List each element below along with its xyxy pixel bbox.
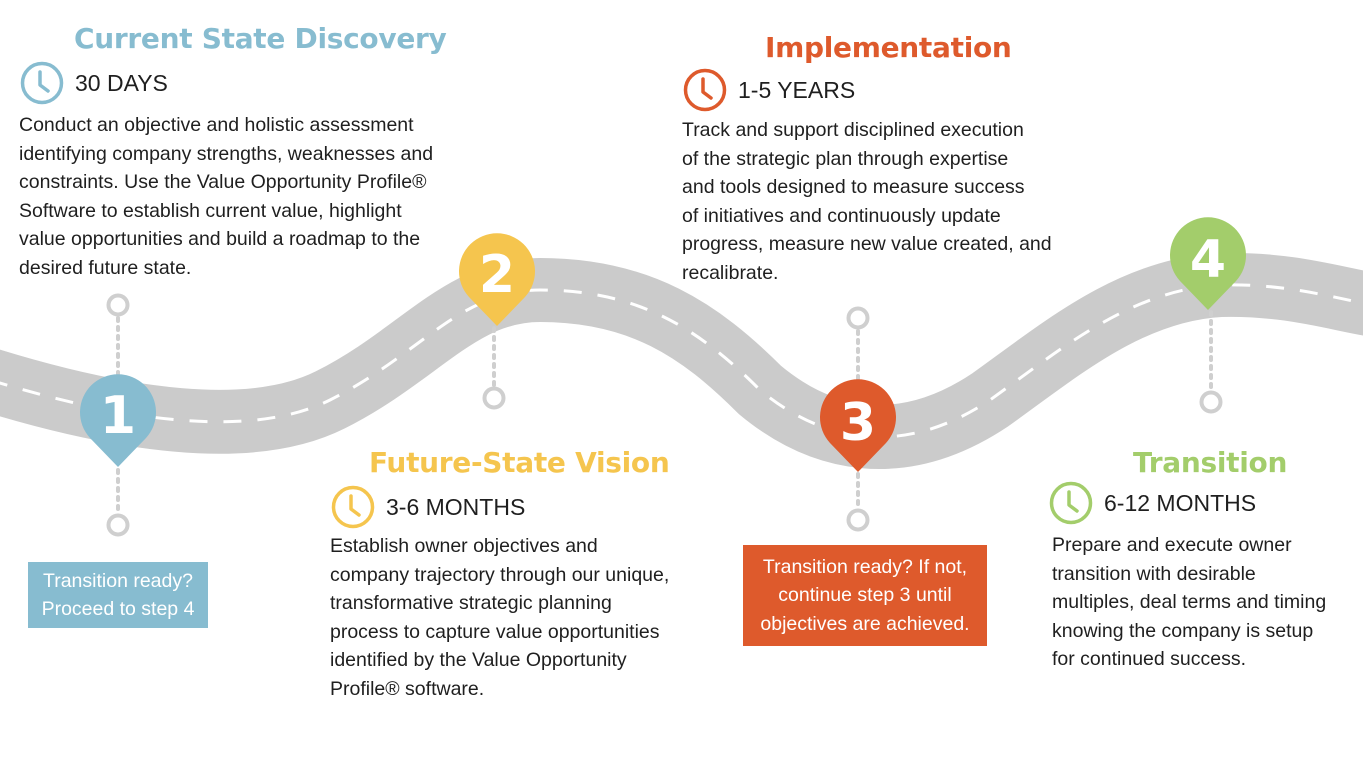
- step-4-duration-row: 6-12 MONTHS: [1048, 480, 1256, 526]
- step-2-pin: 2: [458, 233, 535, 326]
- step-2-duration: 3-6 MONTHS: [386, 493, 526, 520]
- step-1-description-line: constraints. Use the Value Opportunity P…: [19, 171, 427, 194]
- step-2-description-line: company trajectory through our unique,: [330, 563, 670, 586]
- step-1-description-line: value opportunities and build a roadmap …: [19, 228, 421, 251]
- step-4-description-line: Prepare and execute owner: [1052, 534, 1292, 556]
- step-1-pin: 1: [80, 374, 156, 467]
- step-1-note-line: Transition ready?: [43, 569, 193, 592]
- step-1-note: Transition ready? Proceed to step 4: [28, 562, 208, 628]
- step-3-description: Track and support disciplined execution …: [682, 116, 1052, 288]
- step-3-note: Transition ready? If not, continue step …: [743, 545, 987, 646]
- step-1-description: Conduct an objective and holistic assess…: [19, 111, 433, 283]
- connector-step-3: [846, 306, 870, 532]
- step-3-note-line: Transition ready? If not,: [762, 555, 968, 578]
- road-surface: [0, 252, 1363, 469]
- step-2-number: 2: [479, 245, 515, 305]
- step-4-description: Prepare and execute owner transition wit…: [1052, 531, 1326, 674]
- step-1-note-line: Proceed to step 4: [41, 598, 195, 620]
- connector-step-1: [106, 293, 130, 537]
- step-3-duration: 1-5 YEARS: [738, 76, 856, 103]
- clock-icon: [683, 68, 727, 112]
- step-1-duration: 30 DAYS: [75, 69, 168, 96]
- clock-icon: [20, 61, 64, 105]
- step-3-pin: 3: [820, 379, 896, 472]
- step-2-description: Establish owner objectives and company t…: [330, 532, 669, 704]
- step-4-number: 4: [1190, 230, 1226, 290]
- step-4-description-line: knowing the company is setup: [1052, 619, 1314, 642]
- step-2-title: Future-State Vision: [369, 446, 670, 479]
- step-4-description-line: multiples, deal terms and timing: [1052, 591, 1327, 614]
- step-4-duration: 6-12 MONTHS: [1104, 489, 1257, 516]
- step-3-description-line: of the strategic plan through expertise: [682, 147, 1009, 170]
- step-4-description-line: transition with desirable: [1052, 562, 1256, 585]
- step-4-title: Transition: [1133, 446, 1288, 479]
- step-4-description-line: for continued success.: [1052, 648, 1247, 671]
- step-3-duration-row: 1-5 YEARS: [682, 67, 855, 113]
- step-2-description-line: transformative strategic planning: [330, 592, 612, 615]
- step-4-pin: 4: [1170, 217, 1246, 310]
- step-2-duration-row: 3-6 MONTHS: [330, 484, 525, 530]
- step-3-note-line: continue step 3 until: [778, 584, 952, 607]
- clock-icon: [331, 485, 375, 529]
- step-1-description-line: identifying company strengths, weaknesse…: [19, 142, 434, 165]
- step-3-note-line: objectives are achieved.: [760, 612, 970, 635]
- step-3-description-line: progress, measure new value created, and: [682, 233, 1052, 256]
- step-1-number: 1: [100, 386, 136, 446]
- connector-step-4: [1199, 310, 1223, 414]
- step-1-duration-row: 30 DAYS: [19, 60, 168, 106]
- road-dashes: [0, 283, 1363, 439]
- step-2-description-line: Profile® software.: [330, 677, 485, 700]
- step-1-title: Current State Discovery: [74, 22, 447, 55]
- connector-step-2: [482, 326, 506, 410]
- step-3-description-line: recalibrate.: [682, 261, 779, 284]
- step-3-title: Implementation: [765, 31, 1012, 64]
- step-3-number: 3: [840, 393, 876, 453]
- step-3-description-line: of initiatives and continuously update: [682, 204, 1001, 227]
- step-3-description-line: Track and support disciplined execution: [682, 119, 1024, 141]
- step-2-description-line: process to capture value opportunities: [330, 620, 660, 643]
- step-1-description-line: desired future state.: [19, 256, 192, 279]
- step-2-description-line: Establish owner objectives and: [330, 535, 598, 557]
- step-2-description-line: identified by the Value Opportunity: [330, 649, 627, 672]
- step-1-description-line: Software to establish current value, hig…: [19, 199, 402, 222]
- step-3-description-line: and tools designed to measure success: [682, 176, 1025, 199]
- clock-icon: [1049, 481, 1093, 525]
- step-1-description-line: Conduct an objective and holistic assess…: [19, 114, 414, 136]
